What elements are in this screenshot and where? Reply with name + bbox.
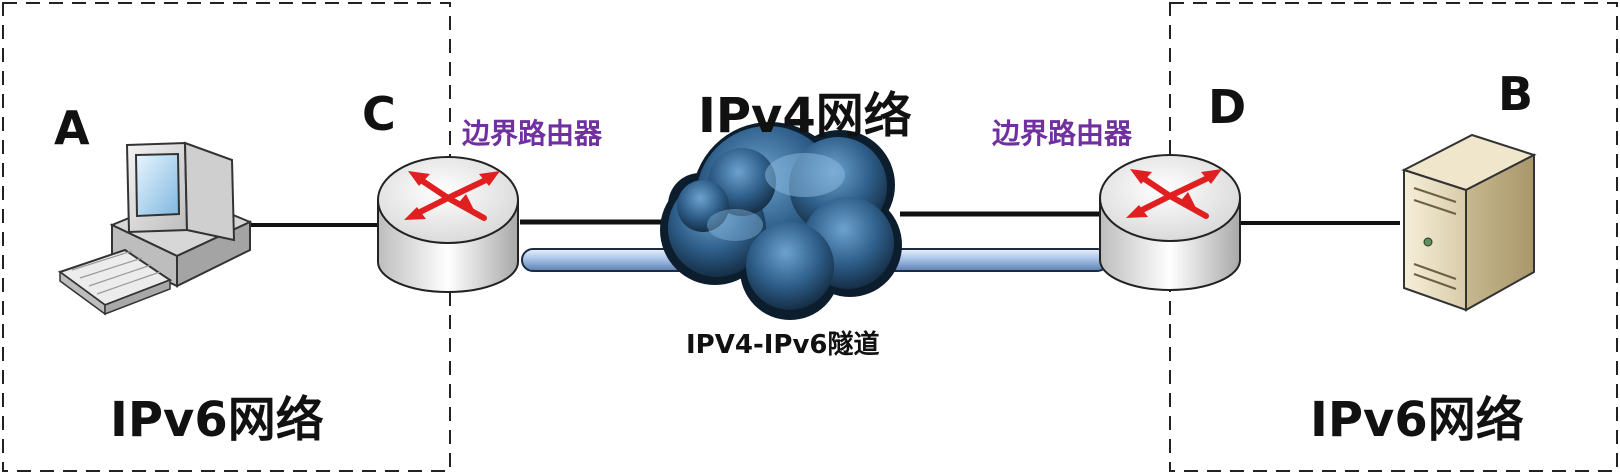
right-border-router-label: 边界路由器 [992,117,1133,150]
tunnel-pipe-right [871,248,1115,272]
left-border-router-label: 边界路由器 [462,117,603,150]
computer-icon [57,141,253,316]
tunnel-label: IPV4-IPv6隧道 [686,330,880,360]
left-ipv6-network-label: IPv6网络 [110,392,324,448]
node-label-b: B [1498,67,1534,121]
server-icon [1401,133,1537,312]
router-d-icon [1099,154,1241,291]
router-c-icon [377,156,519,293]
cloud-icon [660,122,902,320]
node-label-c: C [362,87,396,141]
right-ipv6-network-label: IPv6网络 [1310,392,1524,448]
ipv4-network-label: IPv4网络 [698,88,912,144]
node-label-d: D [1208,80,1247,134]
node-label-a: A [54,101,90,155]
